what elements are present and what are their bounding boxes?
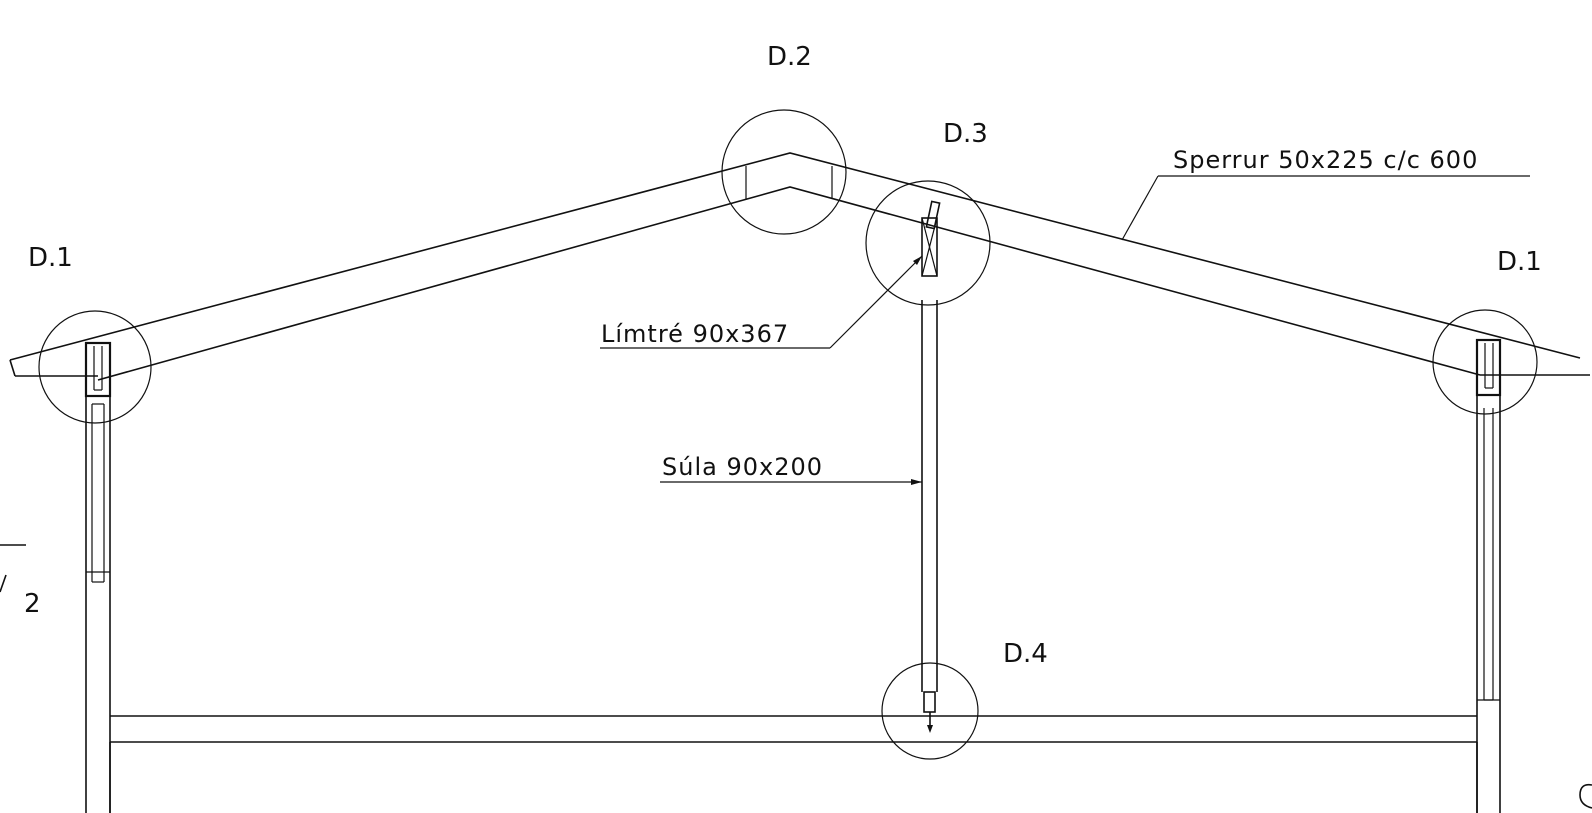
- detail-circle-d4: [881, 662, 979, 760]
- detail-circles: [38, 109, 1538, 760]
- left-wall: [84, 341, 112, 813]
- detail-label-d4: D.4: [1003, 639, 1048, 669]
- section-number: 2: [24, 589, 41, 619]
- detail-circle-d1-left: [38, 310, 152, 424]
- detail-label-d1-right: D.1: [1497, 247, 1542, 277]
- floor-slab: [109, 699, 1500, 813]
- cut-off-glyph: [1579, 783, 1592, 809]
- column-annotation: Súla 90x200: [662, 453, 823, 481]
- detail-circle-d2: [721, 109, 847, 235]
- detail-circle-d3: [865, 180, 991, 306]
- leader-lines: [600, 175, 1530, 485]
- section-mark: 2: [0, 544, 41, 619]
- center-column: [921, 200, 941, 733]
- detail-label-d1-left: D.1: [28, 243, 73, 273]
- detail-label-d2: D.2: [767, 42, 812, 72]
- glulam-annotation: Límtré 90x367: [601, 320, 789, 348]
- detail-label-d3: D.3: [943, 119, 988, 149]
- roof-rafters: [9, 152, 1590, 381]
- right-wall: [1475, 338, 1502, 813]
- rafter-annotation: Sperrur 50x225 c/c 600: [1173, 146, 1478, 174]
- detail-circle-d1-right: [1432, 309, 1538, 415]
